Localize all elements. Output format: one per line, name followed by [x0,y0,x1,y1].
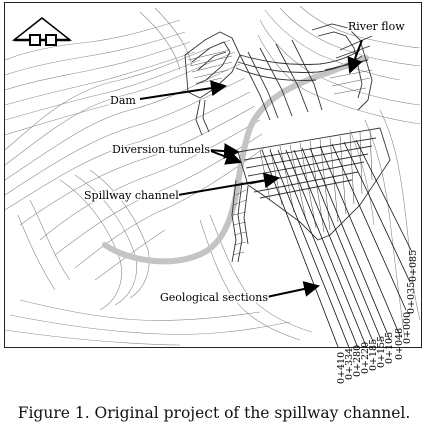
spillway-hatching [232,129,373,256]
north-arrow-icon [11,17,73,46]
section-label: 0+048 [394,328,405,360]
section-label: 0+220 [360,342,371,374]
diversion-tunnel-arrow-2 [207,149,242,165]
geological-sections-label: Geological sections [160,291,268,304]
section-label: 0+000 [402,312,413,344]
section-label: 0+280 [352,345,363,377]
spillway-channel-arrow [177,172,280,196]
section-label: 0+155 [376,336,387,368]
geological-section-lines [261,139,413,347]
geological-sections-arrow [261,281,320,299]
callout-arrows [139,39,363,299]
section-label: 0+035 [406,282,417,314]
section-label: 0+410 [336,352,347,384]
river-flow-arrow [347,39,363,74]
river-flow-label: River flow [348,20,405,33]
section-label: 0+185 [368,339,379,371]
site-plan-map: River flow Dam Diversion tunnels Spillwa… [5,5,421,384]
dam-structures [184,23,373,136]
dam-hatching [187,49,373,95]
section-label: 0+334 [344,348,355,380]
dam-label: Dam [110,94,136,107]
figure-caption: Figure 1. Original project of the spillw… [17,404,411,422]
spillway-channel-label: Spillway channel [84,189,179,202]
section-label: 0+085 [408,250,419,282]
diversion-tunnels-label: Diversion tunnels [112,143,210,156]
section-label: 0+105 [384,332,395,364]
dam-arrow [139,80,227,100]
